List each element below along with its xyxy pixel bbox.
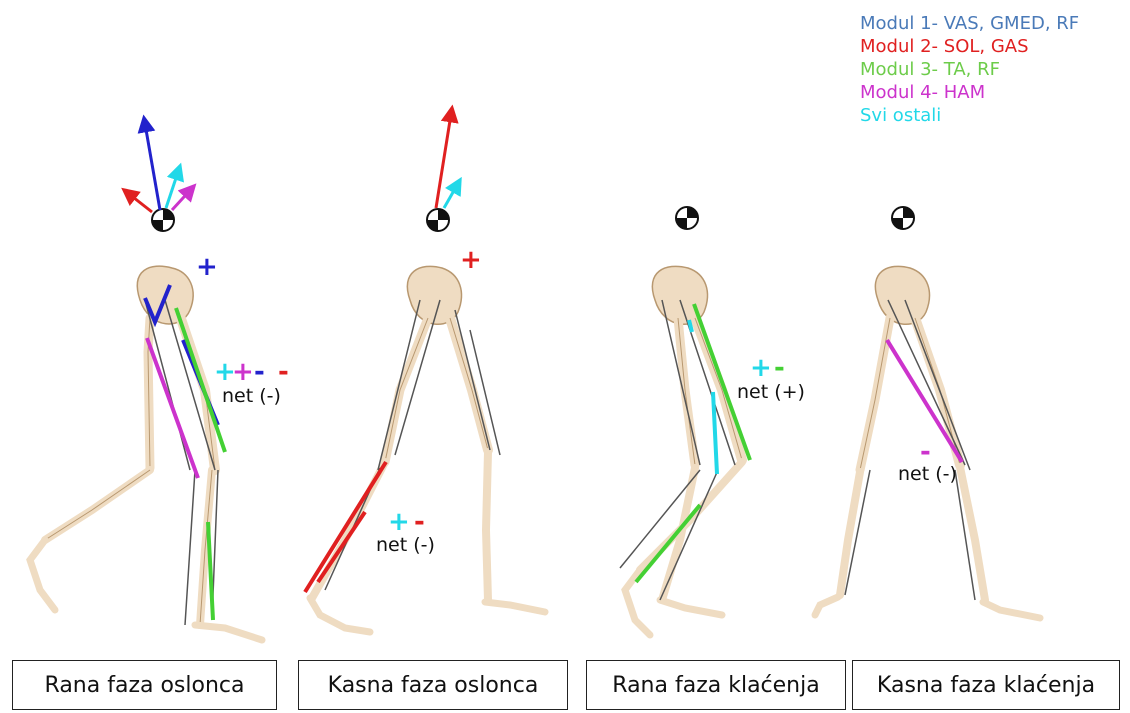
arrow-module2 <box>436 108 452 208</box>
foot-back <box>815 597 838 615</box>
foot-front <box>195 625 262 640</box>
foot-back <box>310 598 370 632</box>
net-label-phase-4: net (-) <box>898 463 957 485</box>
skeleton-early-swing <box>620 207 750 635</box>
sign: - <box>278 357 289 387</box>
arrow-others <box>444 180 460 208</box>
phase-label-early-stance: Rana faza oslonca <box>12 660 277 710</box>
foot-front <box>485 602 545 612</box>
foot-back <box>30 540 55 610</box>
com-sign-phase-1: + <box>196 252 218 282</box>
sign: + <box>750 353 772 383</box>
sign: + <box>232 357 254 387</box>
legend-item-others: Svi ostali <box>860 104 1079 127</box>
signs-phase-3: + - <box>750 353 785 383</box>
net-label-phase-3: net (+) <box>737 381 805 403</box>
muscle-module2 <box>305 462 386 592</box>
phase-label-late-swing: Kasna faza klaćenja <box>852 660 1120 710</box>
skeleton-late-swing <box>815 207 1040 618</box>
sign: - <box>774 353 785 383</box>
legend-item-module-1: Modul 1- VAS, GMED, RF <box>860 12 1079 35</box>
foot-back <box>660 600 722 615</box>
net-label-phase-2: net (-) <box>376 534 435 556</box>
phase-label-late-stance: Kasna faza oslonca <box>298 660 568 710</box>
phase-label-early-swing: Rana faza klaćenja <box>586 660 846 710</box>
femur-front <box>695 318 742 460</box>
legend-item-module-3: Modul 3- TA, RF <box>860 58 1079 81</box>
com-sign-phase-2: + <box>460 245 482 275</box>
sign: - <box>254 357 265 387</box>
legend-item-module-2: Modul 2- SOL, GAS <box>860 35 1079 58</box>
net-label-phase-1: net (-) <box>222 385 281 407</box>
signs-phase-2: + - <box>388 507 425 537</box>
arrow-module4 <box>172 186 194 210</box>
foot-front <box>983 602 1040 618</box>
legend: Modul 1- VAS, GMED, RF Modul 2- SOL, GAS… <box>860 12 1079 127</box>
arrow-module2 <box>124 190 152 212</box>
pelvis <box>875 266 929 324</box>
sign: - <box>414 507 425 537</box>
legend-item-module-4: Modul 4- HAM <box>860 81 1079 104</box>
signs-phase-1: + + - - <box>214 357 289 387</box>
sign: + <box>388 507 410 537</box>
tibia-front <box>486 452 488 600</box>
arrow-module1 <box>144 118 160 210</box>
femur-back <box>385 318 428 462</box>
